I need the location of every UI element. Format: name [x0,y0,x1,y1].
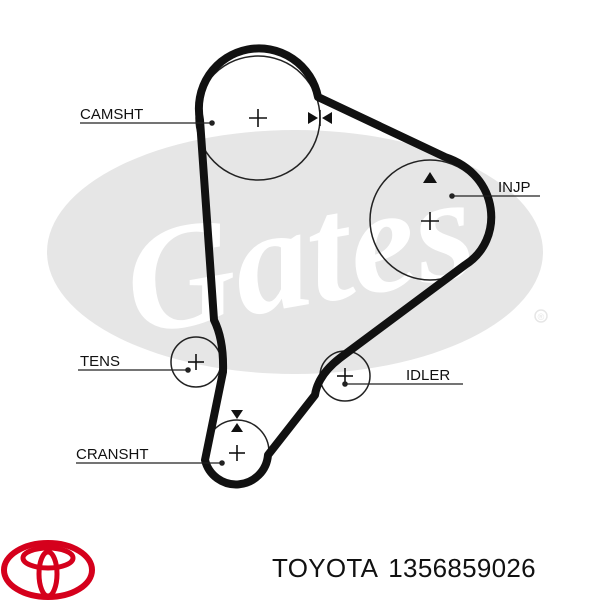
crankshaft-label: CRANSHT [76,446,149,463]
timing-marks [231,110,437,432]
tensioner-label: TENS [80,353,120,370]
crank-timing-mark-top-icon [231,410,243,419]
brand-name: TOYOTA [272,553,379,583]
camshaft-timing-mark-2-icon [322,112,332,124]
part-caption: TOYOTA 1356859026 [272,553,546,584]
registered-symbol: ® [538,312,545,322]
timing-belt-diagram: Gates ® [47,44,548,489]
part-number: 1356859026 [388,553,536,583]
camshaft-timing-mark-icon [308,112,318,124]
camshaft-label: CAMSHT [80,106,143,123]
toyota-logo-icon [1,540,95,600]
timing-belt [194,44,496,489]
injection-pump-label: INJP [498,179,531,196]
idler-label: IDLER [406,367,450,384]
footer: TOYOTA 1356859026 [0,540,600,600]
gates-watermark: Gates ® [47,130,548,374]
crank-timing-mark-bottom-icon [231,423,243,432]
pump-timing-mark-icon [423,172,437,183]
